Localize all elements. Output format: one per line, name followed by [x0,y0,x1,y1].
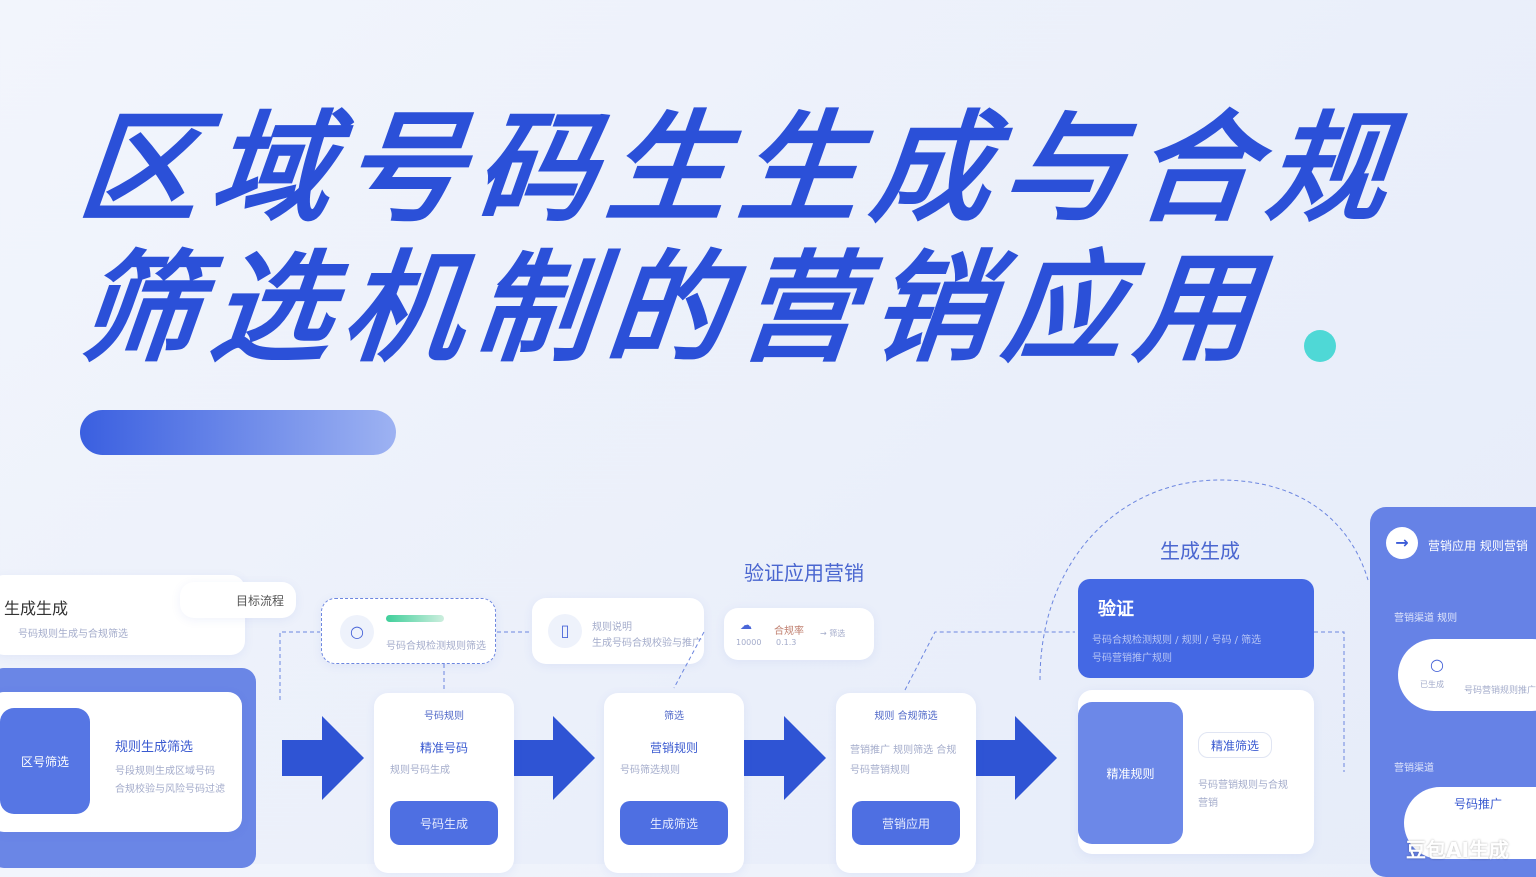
far-right-header: 营销应用 规则营销 [1428,539,1528,553]
far-right-section-2: 营销渠道 [1394,763,1434,774]
far-right-item-2[interactable]: 号码推广 [1404,787,1536,859]
flow-card-2-text: 生成号码合规校验与推广 [592,638,702,649]
step-desc: 号码筛选规则 [620,765,680,776]
item1-label: 已生成 [1420,680,1444,689]
rule-desc-2: 营销 [1198,798,1218,809]
rule-desc: 号码营销规则与合规 [1198,780,1288,791]
rule-tag[interactable]: 精准筛选 [1198,732,1272,758]
watermark: 豆包AI生成 [1406,838,1509,862]
item1-text: 号码营销规则推广 [1464,686,1536,696]
section-title-mid: 验证应用营销 [744,561,864,585]
step-top: 筛选 [664,711,684,722]
left-desc2: 合规校验与风险号码过滤 [115,784,225,795]
left-desc1: 号段规则生成区域号码 [115,766,215,777]
progress-bar [386,615,444,622]
step-card-2[interactable]: 筛选 营销规则 号码筛选规则 生成筛选 [604,693,744,873]
verify-card[interactable]: 验证 号码合规检测规则 / 规则 / 号码 / 筛选 号码营销推广规则 [1078,579,1314,678]
arrow-right-icon [282,716,364,800]
rule-tag-label: 精准筛选 [1210,738,1259,753]
left-tag-label: 目标流程 [235,593,284,608]
card3-a: 10000 [736,638,762,647]
right-section-title: 生成生成 [1160,539,1240,563]
flow-card-1-text: 号码合规检测规则筛选 [386,641,486,652]
cloud-icon: ☁ [740,618,752,632]
accent-dot [1304,330,1336,362]
circle-icon: ○ [1430,655,1444,674]
step-top: 规则 合规筛选 [874,711,938,722]
title-line-1: 区域号码生生成与合规 [72,100,1408,239]
document-icon: ▯ [548,614,582,648]
left-subtext: 号码规则生成与合规筛选 [18,629,128,640]
rule-card[interactable]: 精准规则 精准筛选 号码营销规则与合规 营销 [1078,690,1314,854]
flow-card-1[interactable]: ○ 号码合规检测规则筛选 [321,598,496,664]
far-right-section-1: 营销渠道 规则 [1394,613,1458,624]
verify-desc-2: 号码营销推广规则 [1092,653,1172,664]
step-desc-2: 号码营销规则 [850,765,910,776]
card3-d: → 筛选 [820,629,846,638]
left-header: 生成生成 [4,599,69,618]
flow-card-2[interactable]: ▯ 规则说明 生成号码合规校验与推广 [532,598,704,664]
flow-card-3[interactable]: ☁ 10000 合规率 0.1.3 → 筛选 [724,608,874,660]
step-heading: 精准号码 [419,741,468,755]
title-line-2: 筛选机制的营销应用 [72,240,1276,379]
arrow-right-icon [513,716,595,800]
rule-box-label: 精准规则 [1106,766,1155,781]
arrow-icon[interactable]: → [1386,527,1418,559]
far-right-panel: → 营销应用 规则营销 营销渠道 规则 ○ 已生成 号码营销规则推广 营销渠道 … [1370,507,1536,877]
verify-title: 验证 [1098,599,1134,620]
left-tag[interactable]: 目标流程 [180,582,296,618]
card3-b: 合规率 [774,626,804,637]
arrow-right-icon [744,716,826,800]
step-desc: 营销推广 规则筛选 合规 [850,745,957,756]
chat-icon: ○ [340,615,374,649]
card3-c: 0.1.3 [776,638,797,647]
left-box-label: 区号筛选 [20,754,69,769]
step-top: 号码规则 [424,711,464,722]
step-card-3[interactable]: 规则 合规筛选 营销推广 规则筛选 合规 号码营销规则 营销应用 [836,693,976,873]
step-button[interactable]: 生成筛选 [620,801,728,845]
gradient-bar [80,410,396,455]
left-heading: 规则生成筛选 [115,740,194,755]
flow-card-2-title: 规则说明 [592,622,632,633]
left-box: 区号筛选 [0,708,90,814]
arrow-right-icon [975,716,1057,800]
far-right-item-1[interactable]: ○ 已生成 号码营销规则推广 [1398,639,1536,711]
step-heading: 营销规则 [649,741,698,755]
item2-text: 号码推广 [1454,797,1503,811]
verify-desc: 号码合规检测规则 / 规则 / 号码 / 筛选 [1092,635,1262,646]
step-button[interactable]: 号码生成 [390,801,498,845]
step-card-1[interactable]: 号码规则 精准号码 规则号码生成 号码生成 [374,693,514,873]
step-button[interactable]: 营销应用 [852,801,960,845]
left-panel: 区号筛选 规则生成筛选 号段规则生成区域号码 合规校验与风险号码过滤 [0,668,256,868]
step-desc: 规则号码生成 [390,765,450,776]
